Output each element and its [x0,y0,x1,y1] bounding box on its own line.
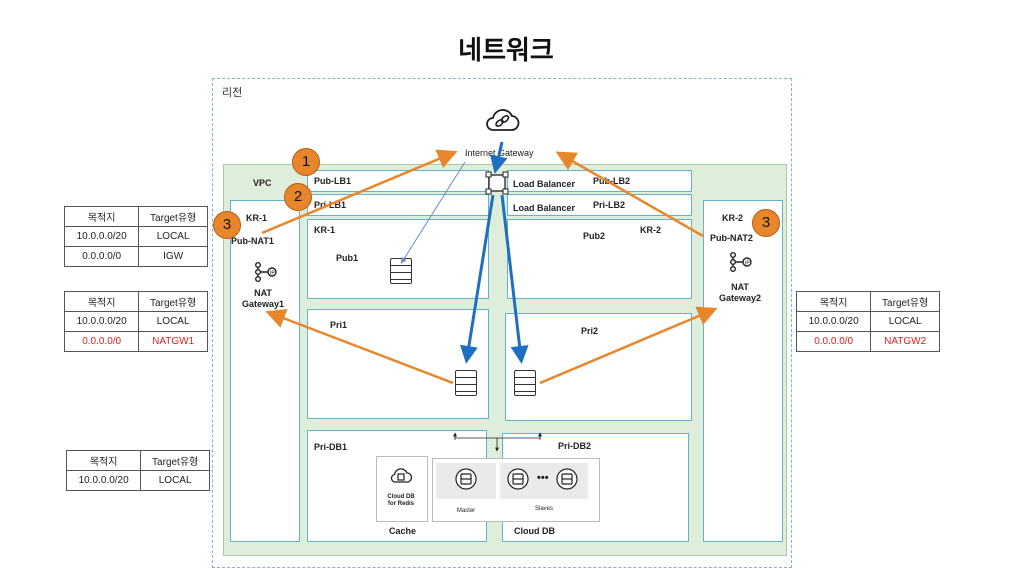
pri2-label: Pri2 [581,326,599,336]
cache-service-box [376,456,428,522]
cloud-db-redis-icon [390,466,413,491]
replication-line [454,436,541,439]
load-balancer-icon [488,174,506,192]
server-icon [455,370,477,396]
pub1-label: Pub1 [336,253,359,263]
pub-lb1-label: Pub-LB1 [314,176,351,186]
pub1-kr-label: KR-1 [314,225,336,235]
rt-cell: 10.0.0.0/20 [795,311,872,332]
rt-cell: 0.0.0.0/0 [795,331,872,352]
load-balancer-label: Load Balancer [513,203,576,213]
rt-cell: 10.0.0.0/20 [65,470,142,491]
rt-header-dest: 목적지 [63,206,140,227]
pri-db2-label: Pri-DB2 [558,441,592,451]
db-slave-icon [507,468,529,495]
rt-header-target: Target유형 [140,450,210,471]
route-arrow [261,149,458,235]
traffic-arrow [489,141,508,174]
cache-service-label: Cloud DB for Redis [387,494,415,507]
zone-kr1-label: KR-1 [246,213,268,223]
rt-cell: 10.0.0.0/20 [63,226,140,247]
clouddb-label: Cloud DB [514,526,555,536]
rt-cell: LOCAL [140,470,210,491]
nat-gateway-icon: IP [253,261,279,288]
subnet-pub2 [507,219,692,299]
cache-label: Cache [389,526,417,536]
pub-nat2-label: Pub-NAT2 [710,233,753,243]
region-label: 리전 [222,86,243,99]
step-marker-1: 1 [292,148,320,176]
region-box [212,78,792,568]
pub2-kr-label: KR-2 [640,225,662,235]
link-arrow [400,161,466,264]
pri1-label: Pri1 [330,320,348,330]
ellipsis-icon: ••• [537,472,549,484]
svg-text:IP: IP [745,261,750,267]
route-arrow [265,309,454,385]
nat-gateway1-label: NAT Gateway1 [241,288,285,309]
pri-lb2-label: Pri-LB2 [593,200,626,210]
step-marker-3-left: 3 [213,211,241,239]
route-arrow [539,306,718,385]
traffic-arrow [500,194,529,364]
rt-cell: IGW [138,246,208,267]
rt-cell: LOCAL [138,311,208,332]
rt-header-dest: 목적지 [795,291,872,312]
pub-nat1-label: Pub-NAT1 [231,236,274,246]
subnet-pub-nat1 [230,200,300,542]
rt-cell: LOCAL [870,311,940,332]
traffic-arrow [460,194,495,364]
rt-cell: LOCAL [138,226,208,247]
rt-header-dest: 목적지 [63,291,140,312]
rt-header-target: Target유형 [138,206,208,227]
db-slave-icon [556,468,578,495]
nat-gateway2-label: NAT Gateway2 [718,282,762,303]
pub-lb2-label: Pub-LB2 [593,176,630,186]
zone-kr2-label: KR-2 [722,213,744,223]
svg-text:IP: IP [270,271,275,277]
subnet-pub-nat2 [703,200,783,542]
rt-header-target: Target유형 [870,291,940,312]
master-label: Master [456,508,476,514]
subnet-pri-lb2 [507,194,692,216]
subnet-pri1 [307,309,489,419]
rt-cell: NATGW2 [870,331,940,352]
rt-cell: NATGW1 [138,331,208,352]
cloud-icon [484,105,520,140]
vpc-label: VPC [253,178,272,188]
page-title: 네트워크 [458,36,554,66]
server-icon [514,370,536,396]
load-balancer-label: Load Balancer [513,179,576,189]
rt-cell: 0.0.0.0/0 [63,331,140,352]
pub2-label: Pub2 [583,231,606,241]
rt-cell: 0.0.0.0/0 [63,246,140,267]
rt-header-target: Target유형 [138,291,208,312]
pri-db1-label: Pri-DB1 [314,442,348,452]
step-marker-2: 2 [284,183,312,211]
db-master-icon [455,468,477,495]
route-arrow [555,151,704,238]
nat-gateway-icon: IP [728,251,754,278]
slaves-label: Slaves [534,506,553,512]
rt-header-dest: 목적지 [65,450,142,471]
rt-cell: 10.0.0.0/20 [63,311,140,332]
step-marker-3-right: 3 [752,209,780,237]
subnet-pub-lb2 [507,170,692,192]
